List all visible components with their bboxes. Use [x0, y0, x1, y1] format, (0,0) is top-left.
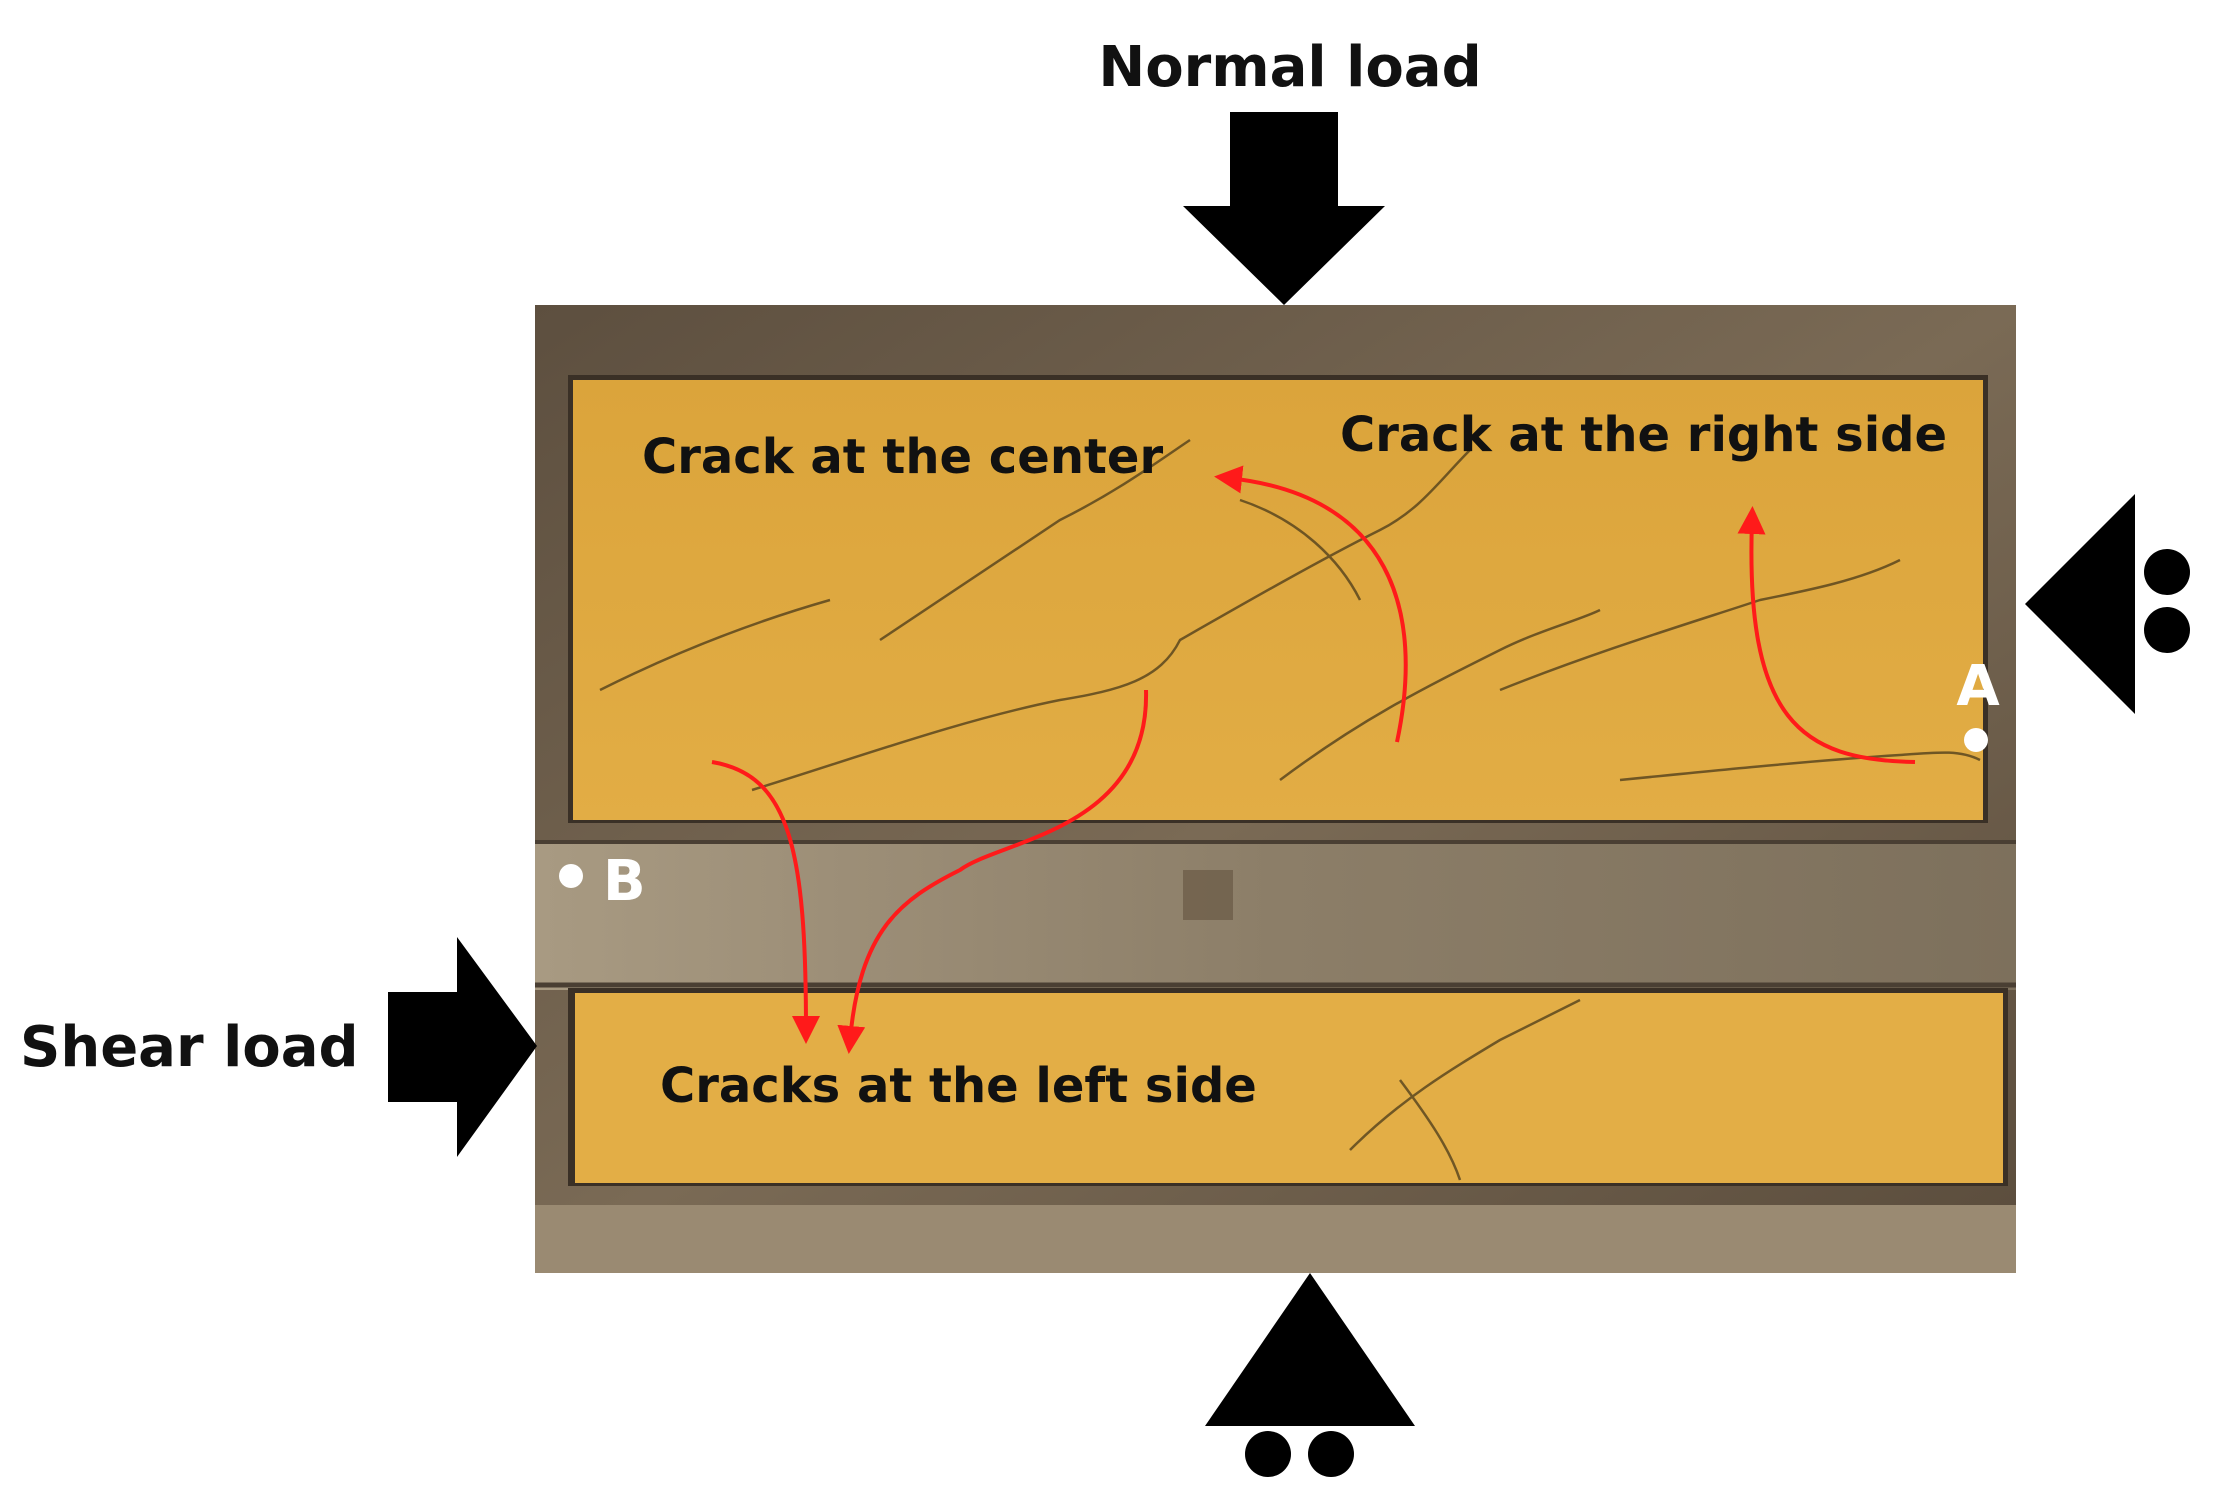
arrow-to-cracks-left-1 — [711, 760, 820, 1044]
point-markers — [559, 728, 1988, 888]
crack-right-label: Crack at the right side — [1340, 407, 1947, 463]
point-b-label: B — [603, 849, 646, 914]
normal-load-arrow-icon — [1183, 112, 1385, 305]
crack-center-label: Crack at the center — [642, 429, 1163, 485]
bottom-roller-support-icon — [1205, 1273, 1415, 1477]
normal-load-label: Normal load — [1098, 35, 1481, 100]
point-b-marker — [559, 864, 583, 888]
crack-lines — [599, 438, 1981, 1181]
arrow-to-crack-right — [1737, 506, 1916, 764]
shear-load-arrow-icon — [388, 937, 537, 1157]
point-a-label: A — [1956, 654, 2000, 719]
point-a-marker — [1964, 728, 1988, 752]
cracks-left-label: Cracks at the left side — [660, 1058, 1257, 1114]
shear-load-label: Shear load — [20, 1015, 359, 1080]
load-arrows — [388, 112, 2190, 1477]
annotation-arrows — [711, 465, 1916, 1054]
arrow-to-crack-center — [1214, 465, 1408, 743]
middle-steel-plate — [535, 840, 2016, 990]
right-roller-support-icon — [2025, 494, 2190, 714]
arrow-to-cracks-left-2 — [837, 689, 1149, 1054]
